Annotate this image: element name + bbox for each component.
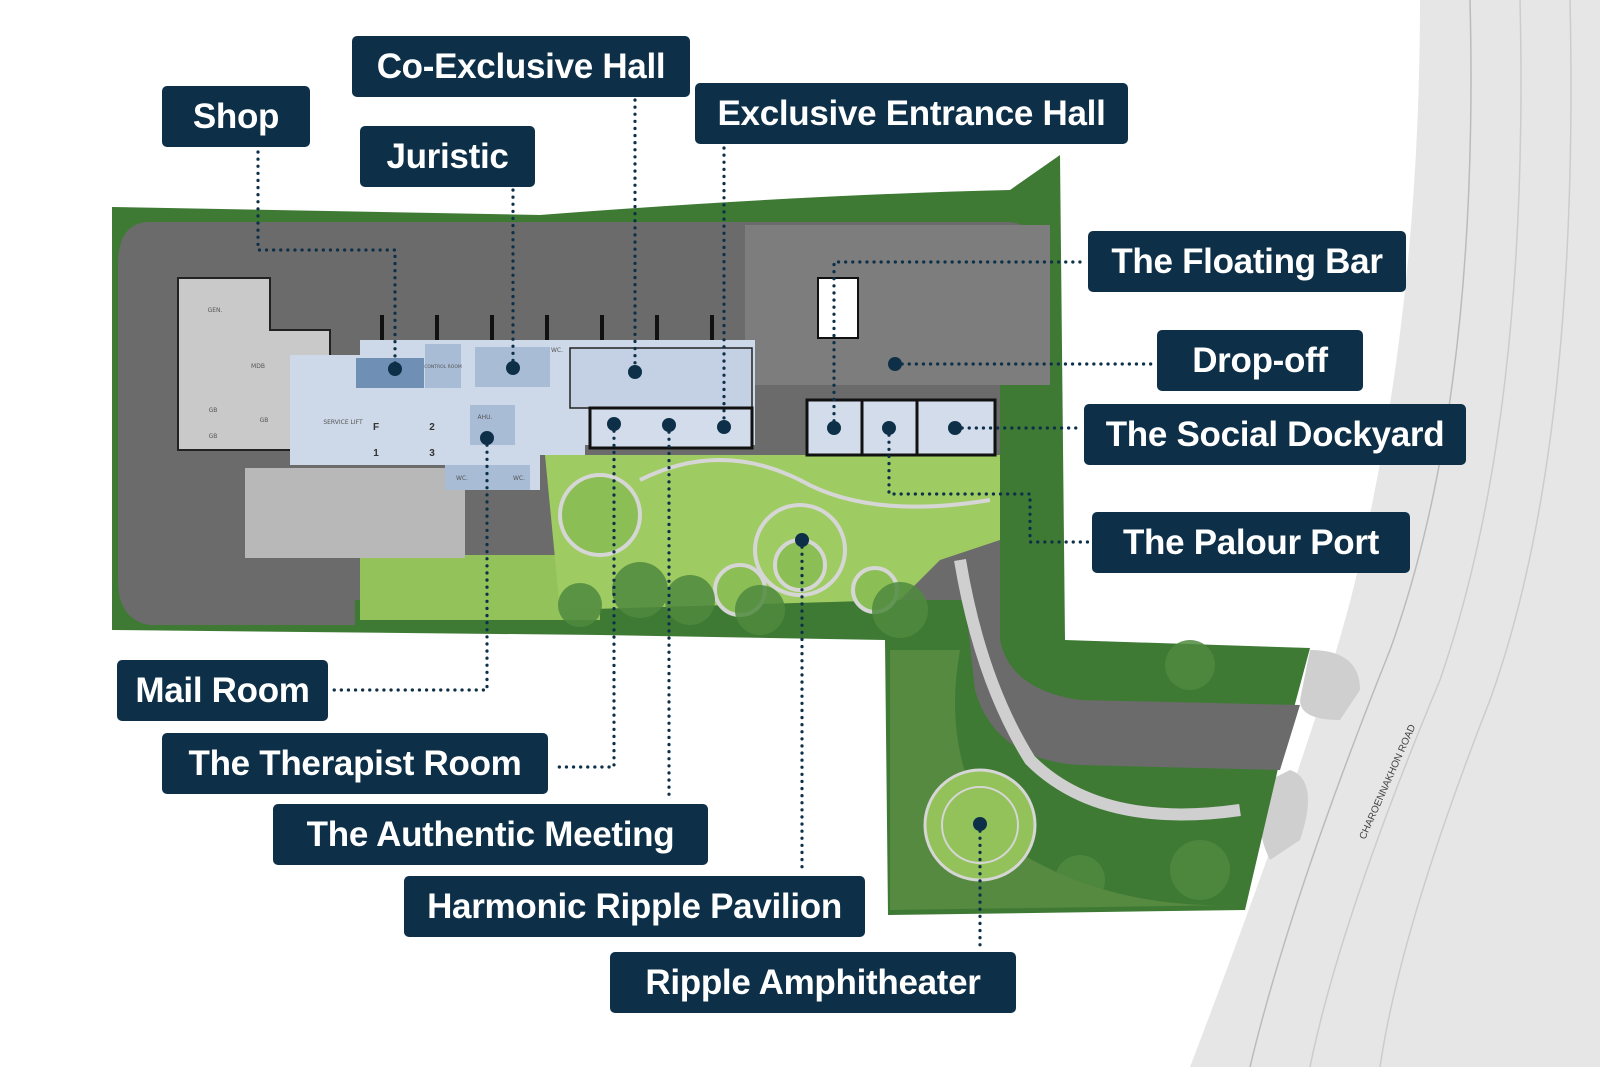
leader-mail-room	[331, 436, 489, 692]
lift-3: 3	[429, 448, 435, 459]
label-therapist-room[interactable]: The Therapist Room	[162, 733, 548, 794]
marker-harmonic-ripple-pavilion	[795, 533, 809, 547]
marker-ripple-amphitheater	[973, 817, 987, 831]
label-juristic[interactable]: Juristic	[360, 126, 535, 187]
label-exclusive-entrance-hall[interactable]: Exclusive Entrance Hall	[695, 83, 1128, 144]
label-harmonic-ripple-pavilion[interactable]: Harmonic Ripple Pavilion	[404, 876, 865, 937]
marker-co-exclusive-hall	[628, 365, 642, 379]
marker-authentic-meeting	[662, 418, 676, 432]
label-ripple-amphitheater[interactable]: Ripple Amphitheater	[610, 952, 1016, 1013]
lift-f: F	[373, 422, 379, 433]
label-palour-port[interactable]: The Palour Port	[1092, 512, 1410, 573]
lift-1: 1	[373, 448, 379, 459]
ramp	[245, 468, 465, 558]
co-exclusive-hall-room	[569, 347, 753, 409]
leader-floating-bar	[832, 260, 1082, 430]
room-label-service-lift: SERVICE LIFT	[323, 419, 363, 426]
garden-path	[954, 559, 1241, 821]
label-co-exclusive-hall[interactable]: Co-Exclusive Hall	[352, 36, 690, 97]
marker-drop-off	[888, 357, 902, 371]
marker-juristic	[506, 361, 520, 375]
label-shop[interactable]: Shop	[162, 86, 310, 147]
marker-floating-bar	[827, 421, 841, 435]
marker-mail-room	[480, 431, 494, 445]
label-floating-bar[interactable]: The Floating Bar	[1088, 231, 1406, 292]
marker-therapist-room	[607, 417, 621, 431]
room-label-gb: GB	[209, 433, 218, 440]
label-authentic-meeting[interactable]: The Authentic Meeting	[273, 804, 708, 865]
leader-shop	[256, 150, 397, 371]
room-label-wc: WC.	[513, 475, 525, 482]
label-social-dockyard[interactable]: The Social Dockyard	[1084, 404, 1466, 465]
markers	[388, 357, 987, 831]
lawn	[360, 555, 600, 620]
room-label-ahu: AHU.	[478, 414, 493, 421]
marker-exclusive-entrance-hall	[717, 420, 731, 434]
room-label-wc: WC.	[551, 347, 563, 354]
room-label-gb: GB	[209, 407, 218, 414]
wc-block	[445, 465, 530, 490]
room-label-control-room: CONTROL ROOM	[424, 364, 462, 370]
label-mail-room[interactable]: Mail Room	[117, 660, 328, 721]
stair-core	[817, 277, 859, 339]
lift-2: 2	[429, 422, 435, 433]
label-drop-off[interactable]: Drop-off	[1157, 330, 1363, 391]
room-label-wc: WC.	[456, 475, 468, 482]
room-label-gen: GEN.	[208, 307, 223, 314]
control-room	[425, 344, 461, 388]
parking-columns	[380, 315, 714, 340]
leader-palour-port	[887, 426, 1090, 544]
leader-lines	[256, 98, 1156, 950]
room-label-gb: GB	[260, 417, 269, 424]
marker-social-dockyard	[948, 421, 962, 435]
room-labels: GEN. MDB GB GB GB SERVICE LIFT CONTROL R…	[208, 307, 564, 482]
leader-therapist-room	[551, 422, 616, 769]
room-label-mdb: MDB	[251, 363, 265, 370]
marker-shop	[388, 362, 402, 376]
marker-palour-port	[882, 421, 896, 435]
